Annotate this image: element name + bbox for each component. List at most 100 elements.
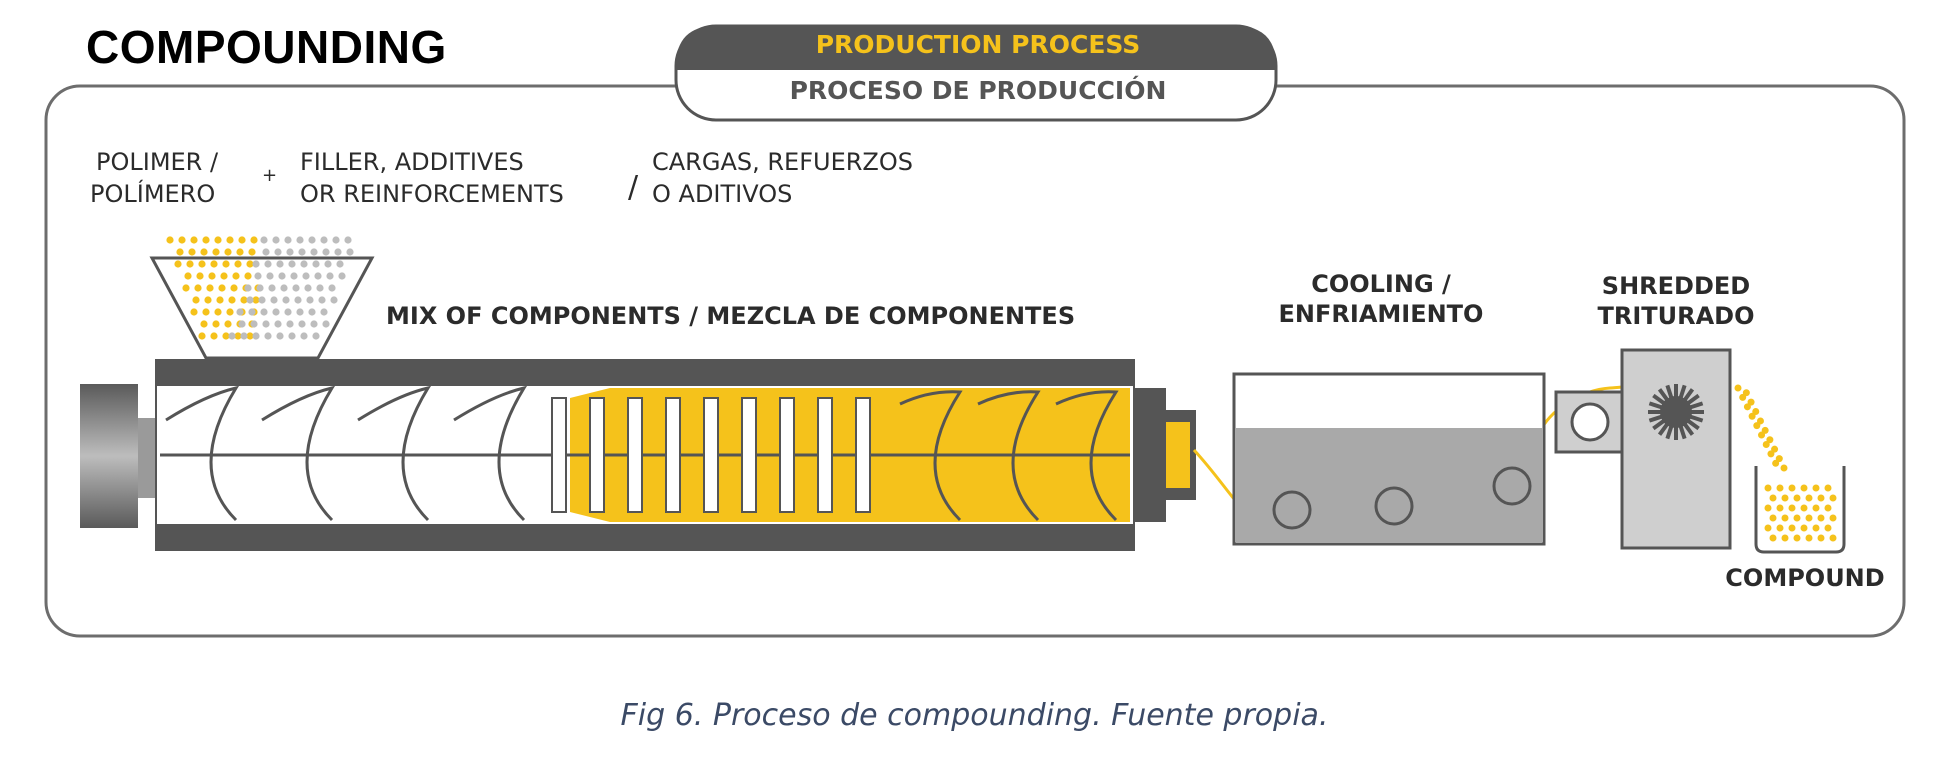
pellet <box>1788 504 1796 512</box>
pellet <box>200 248 208 256</box>
kneading-disc <box>703 397 719 513</box>
kneading-disc <box>627 397 643 513</box>
pellet <box>262 248 270 256</box>
pellet <box>1793 534 1801 542</box>
cutter-gear-icon <box>1648 384 1704 440</box>
pellet <box>304 284 312 292</box>
pellet <box>338 272 346 280</box>
pellet <box>1748 412 1756 420</box>
pellet <box>232 272 240 280</box>
extruder-screw <box>160 385 1130 522</box>
pellet <box>234 332 242 340</box>
pellet <box>1761 426 1769 434</box>
pellet <box>1764 504 1772 512</box>
pellet <box>276 260 284 268</box>
pellet <box>1800 504 1808 512</box>
kneading-disc <box>741 397 757 513</box>
pellet <box>1771 445 1779 453</box>
pellet <box>1824 504 1832 512</box>
pellet <box>336 260 344 268</box>
pellet <box>1817 494 1825 502</box>
pellet <box>224 320 232 328</box>
pellet <box>346 248 354 256</box>
pellet <box>296 308 304 316</box>
pellet <box>280 284 288 292</box>
pellet <box>1793 494 1801 502</box>
pellet <box>194 284 202 292</box>
pellet <box>248 308 256 316</box>
pellet <box>248 248 256 256</box>
pellet <box>328 284 336 292</box>
pellet <box>320 236 328 244</box>
hopper <box>149 236 375 360</box>
screw-flight <box>1055 390 1119 522</box>
kneading-disc <box>665 397 681 513</box>
bath-roller <box>1374 486 1414 526</box>
pellet <box>204 296 212 304</box>
pellet <box>212 248 220 256</box>
pellet <box>184 272 192 280</box>
pellet <box>322 320 330 328</box>
pellet <box>190 236 198 244</box>
pellet <box>1739 393 1747 401</box>
pellet <box>306 296 314 304</box>
pellet <box>210 332 218 340</box>
pellet <box>236 308 244 316</box>
pellet <box>298 248 306 256</box>
motor <box>80 384 160 528</box>
pellet <box>236 248 244 256</box>
pellet <box>1812 484 1820 492</box>
pellet <box>1769 494 1777 502</box>
pellet <box>240 332 248 340</box>
pellet <box>272 308 280 316</box>
pellet <box>300 260 308 268</box>
pellet <box>1817 514 1825 522</box>
pellet <box>1776 524 1784 532</box>
pellet <box>278 272 286 280</box>
pellet <box>260 236 268 244</box>
pellet <box>198 332 206 340</box>
pellet <box>256 284 264 292</box>
pellet <box>1775 455 1783 463</box>
pellet <box>198 260 206 268</box>
kneading-disc <box>551 397 567 513</box>
pellet <box>226 308 234 316</box>
pellet <box>268 284 276 292</box>
pellet <box>266 272 274 280</box>
pellet <box>246 296 254 304</box>
pellet <box>290 272 298 280</box>
pellet <box>1829 534 1837 542</box>
pellet <box>270 296 278 304</box>
pellet <box>310 248 318 256</box>
pellet <box>246 260 254 268</box>
pellet <box>1772 459 1780 467</box>
pellet <box>1769 514 1777 522</box>
pellet <box>1756 417 1764 425</box>
pellet <box>1776 484 1784 492</box>
pellet <box>224 248 232 256</box>
pellet <box>1776 504 1784 512</box>
pellet <box>262 320 270 328</box>
pellet <box>240 296 248 304</box>
pellet <box>330 296 338 304</box>
cooling-bath <box>1232 372 1546 546</box>
pellet <box>1764 484 1772 492</box>
pellet <box>216 296 224 304</box>
pellet <box>286 248 294 256</box>
pellet <box>202 236 210 244</box>
pellet <box>1767 450 1775 458</box>
polymer-pellets <box>166 236 262 340</box>
pellet <box>274 248 282 256</box>
pellet <box>302 272 310 280</box>
strand-puller <box>1554 390 1626 454</box>
pellet <box>1781 534 1789 542</box>
pellet <box>182 284 190 292</box>
pellet <box>222 260 230 268</box>
pellet <box>174 260 182 268</box>
pellet <box>1829 494 1837 502</box>
kneading-disc <box>855 397 871 513</box>
pellet <box>176 248 184 256</box>
pellet <box>276 332 284 340</box>
pellet <box>294 296 302 304</box>
